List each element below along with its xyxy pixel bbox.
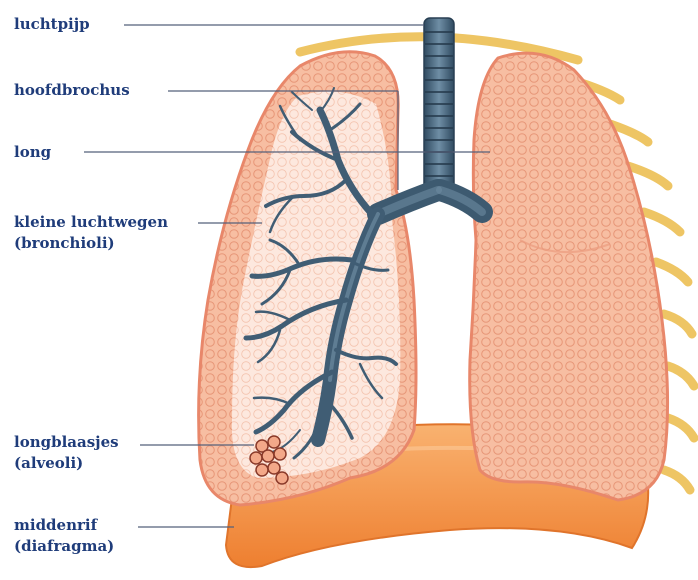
label-main-bronchus: hoofdbrochus (14, 80, 130, 101)
label-alveoli-line2: (alveoli) (14, 453, 119, 474)
label-bronchioles-line2: (bronchioli) (14, 233, 168, 254)
label-diaphragm: middenrif (diafragma) (14, 515, 114, 557)
label-alveoli: longblaasjes (alveoli) (14, 432, 119, 474)
label-bronchioles-line1: kleine luchtwegen (14, 212, 168, 233)
right-lung (470, 53, 668, 500)
label-alveoli-line1: longblaasjes (14, 432, 119, 453)
label-trachea-text: luchtpijp (14, 14, 90, 35)
label-diaphragm-line2: (diafragma) (14, 536, 114, 557)
label-lung-text: long (14, 142, 51, 163)
label-trachea: luchtpijp (14, 14, 90, 35)
label-bronchioles: kleine luchtwegen (bronchioli) (14, 212, 168, 254)
label-main-bronchus-text: hoofdbrochus (14, 80, 130, 101)
trachea (424, 18, 454, 190)
label-diaphragm-line1: middenrif (14, 515, 114, 536)
label-lung: long (14, 142, 51, 163)
